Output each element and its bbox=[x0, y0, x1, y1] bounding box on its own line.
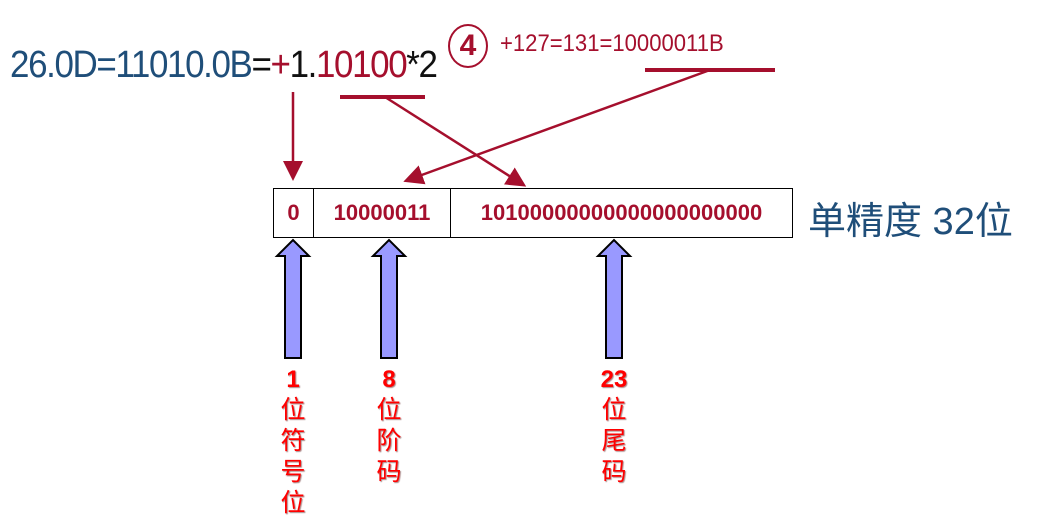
char: 码 bbox=[376, 458, 402, 486]
char: 符 bbox=[280, 427, 306, 455]
up-arrow-sign bbox=[274, 238, 312, 359]
exponent-arrow bbox=[403, 68, 711, 185]
char: 号 bbox=[280, 458, 306, 486]
formula-mantissa: 10100 bbox=[315, 44, 408, 86]
exponent-rest: +127=131= bbox=[500, 30, 613, 57]
char: 位 bbox=[601, 396, 627, 424]
label-sign: 1 位 符 号 位 bbox=[263, 364, 323, 519]
formula-eq: = bbox=[251, 44, 271, 86]
float-register: 0 10000011 10100000000000000000000 bbox=[273, 188, 793, 238]
exponent-calc: +127=131=10000011B bbox=[500, 30, 724, 58]
char: 阶 bbox=[376, 427, 402, 455]
formula-lead: 1. bbox=[289, 44, 318, 86]
bits: 8 bbox=[382, 366, 396, 393]
exponent-circle: 4 bbox=[448, 24, 488, 68]
char: 位 bbox=[376, 396, 402, 424]
formula-decimal: 26.0D=11010.0B bbox=[10, 44, 253, 86]
char: 尾 bbox=[601, 427, 627, 455]
char: 位 bbox=[280, 396, 306, 424]
formula-sign: + bbox=[270, 44, 291, 86]
exponent-binary: 10000011B bbox=[612, 30, 724, 57]
sign-cell: 0 bbox=[274, 189, 314, 237]
up-arrow-mantissa bbox=[595, 238, 633, 359]
char: 位 bbox=[280, 489, 306, 517]
formula: 26.0D=11010.0B=+1.10100*2 bbox=[10, 44, 438, 87]
char: 码 bbox=[601, 458, 627, 486]
label-exponent: 8 位 阶 码 bbox=[359, 364, 419, 488]
bits: 1 bbox=[286, 366, 300, 393]
up-arrow-exponent bbox=[370, 238, 408, 359]
mantissa-arrow bbox=[384, 95, 527, 187]
mantissa-cell: 10100000000000000000000 bbox=[480, 200, 763, 225]
formula-times: *2 bbox=[406, 44, 438, 86]
bits: 23 bbox=[600, 366, 628, 393]
exponent-cell: 10000011 bbox=[314, 189, 451, 237]
label-mantissa: 23 位 尾 码 bbox=[584, 364, 644, 488]
format-title: 单精度 32位 bbox=[808, 201, 1013, 243]
